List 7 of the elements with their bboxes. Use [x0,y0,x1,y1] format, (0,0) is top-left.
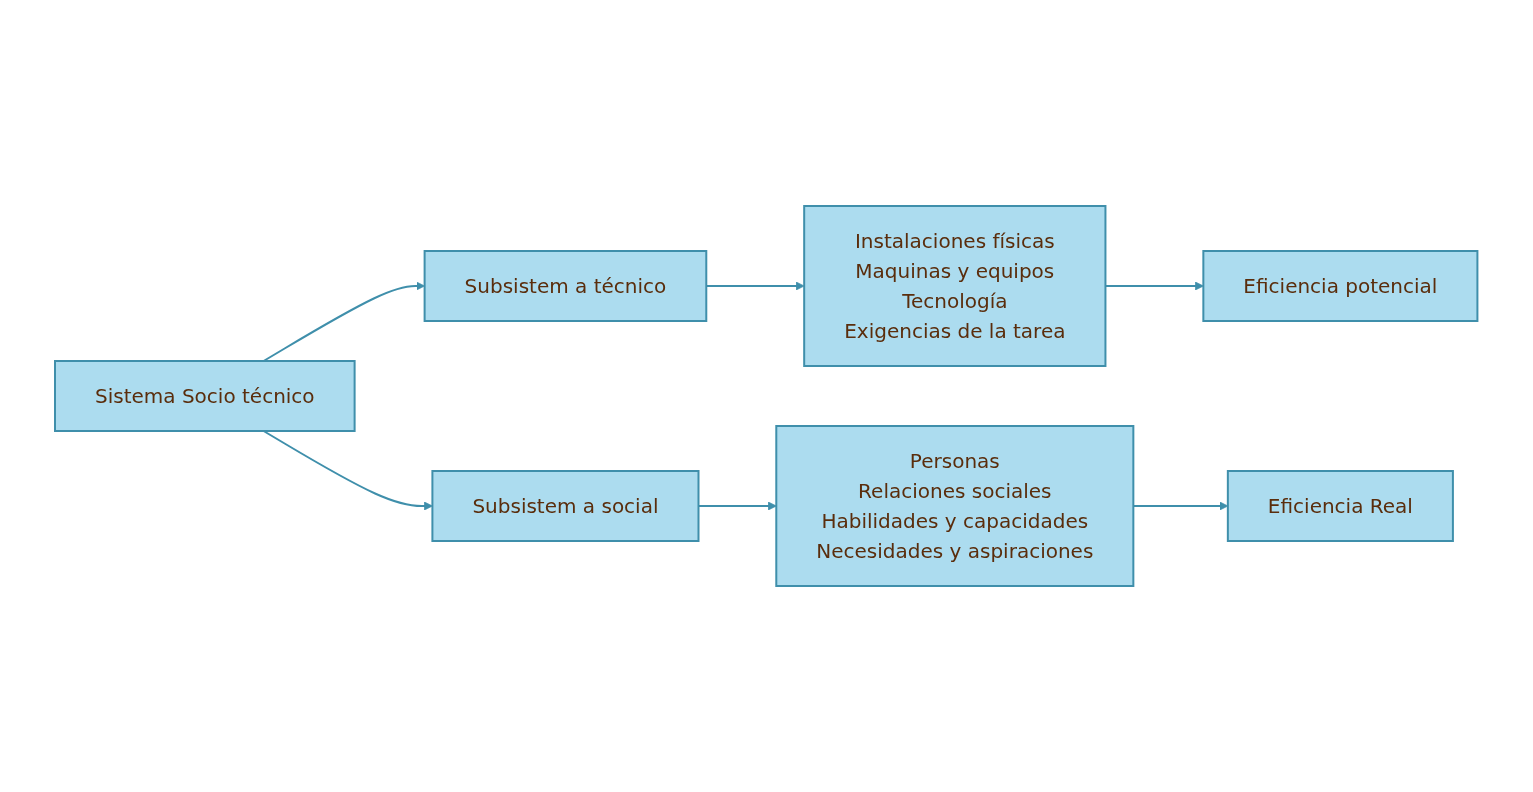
node-box: Instalaciones físicas Maquinas y equipos Tecnología Exigencias de la tarea [803,205,1107,367]
node-box: Subsistem a social [431,470,700,542]
node-box: Eficiencia Real [1227,470,1455,542]
node-box: Personas Relaciones sociales Habilidades y capacidades Necesidades y aspiraciones [775,425,1135,587]
node-box: Eficiencia potencial [1202,250,1479,322]
node-box: Sistema Socio técnico [54,360,356,432]
node-box: Subsistem a técnico [423,250,708,322]
